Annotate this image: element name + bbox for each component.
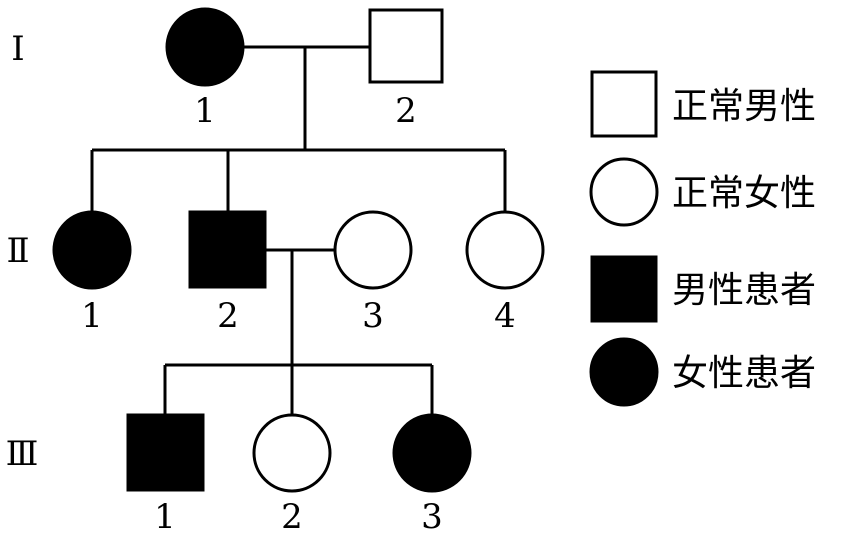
normal-female-III2 xyxy=(252,413,332,493)
legend-normal-male-symbol xyxy=(590,70,658,138)
generation-label-III: Ⅲ xyxy=(6,436,39,473)
normal-male-I2 xyxy=(368,8,444,84)
label-I2: 2 xyxy=(395,91,417,131)
label-III2: 2 xyxy=(281,497,303,537)
legend-normal-female-label: 正常女性 xyxy=(672,173,816,214)
legend-affected-male-label: 男性患者 xyxy=(672,270,816,311)
affected-female-I1 xyxy=(165,7,245,87)
label-II3: 3 xyxy=(362,296,384,336)
pedigree-lines xyxy=(90,45,507,415)
affected-female-III3 xyxy=(392,413,472,493)
legend-affected-female-label: 女性患者 xyxy=(672,353,816,394)
label-III3: 3 xyxy=(421,497,443,537)
affected-female-II1 xyxy=(52,210,132,290)
label-III1: 1 xyxy=(154,497,176,537)
legend-affected-male-symbol xyxy=(590,255,658,323)
affected-male-II2 xyxy=(188,210,267,289)
legend: 正常男性 正常女性 男性患者 女性患者 xyxy=(589,70,816,407)
legend-normal-male-label: 正常男性 xyxy=(672,86,816,127)
label-II1: 1 xyxy=(81,296,103,336)
label-II2: 2 xyxy=(217,296,239,336)
label-II4: 4 xyxy=(494,296,516,336)
legend-affected-female-symbol xyxy=(589,337,659,407)
label-I1: 1 xyxy=(194,91,216,131)
normal-female-II3 xyxy=(333,210,413,290)
affected-male-III1 xyxy=(126,413,205,492)
generation-label-II: Ⅱ xyxy=(6,233,29,270)
generation-label-I: Ⅰ xyxy=(11,31,24,68)
legend-normal-female-symbol xyxy=(589,157,659,227)
normal-female-II4 xyxy=(465,210,545,290)
